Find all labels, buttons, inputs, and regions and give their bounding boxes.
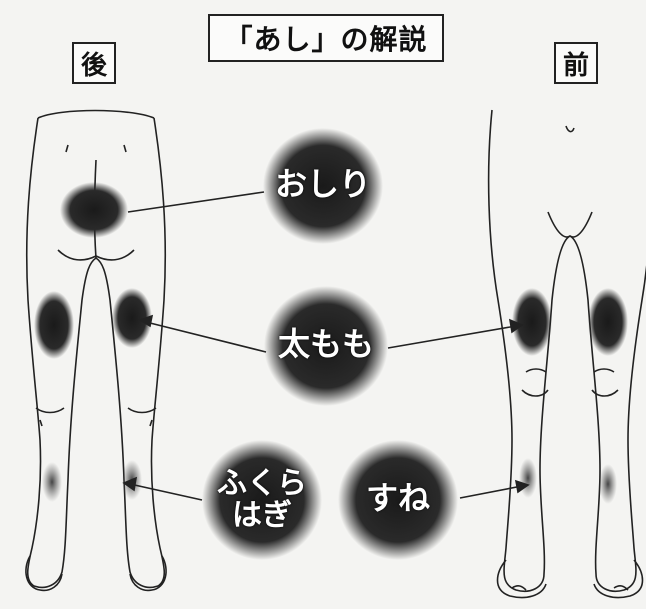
front-view-label: 前 xyxy=(554,42,598,84)
label-sune: すね xyxy=(338,482,458,516)
shade-front-shin-right xyxy=(599,464,617,504)
shade-front-thigh-right xyxy=(588,288,628,356)
arrow-futomomo-back xyxy=(146,322,266,352)
shade-back-calf-left xyxy=(42,462,62,502)
arrow-fukurahagi xyxy=(130,484,202,500)
shade-back-buttock xyxy=(60,182,128,238)
arrow-sune xyxy=(460,486,522,498)
page-title: 「あし」の解説 xyxy=(208,14,444,62)
arrow-oshiri xyxy=(128,192,264,212)
label-fukurahagi: ふくら はぎ xyxy=(202,468,322,531)
shade-front-thigh-left xyxy=(512,288,552,356)
label-oshiri: おしり xyxy=(263,168,383,202)
shade-back-thigh-left xyxy=(34,291,74,359)
arrow-futomomo-front xyxy=(388,326,516,348)
shade-front-shin-left xyxy=(519,458,537,498)
front-view-legs xyxy=(489,110,646,598)
label-futomomo: 太もも xyxy=(266,328,386,362)
back-view-label: 後 xyxy=(72,42,116,84)
